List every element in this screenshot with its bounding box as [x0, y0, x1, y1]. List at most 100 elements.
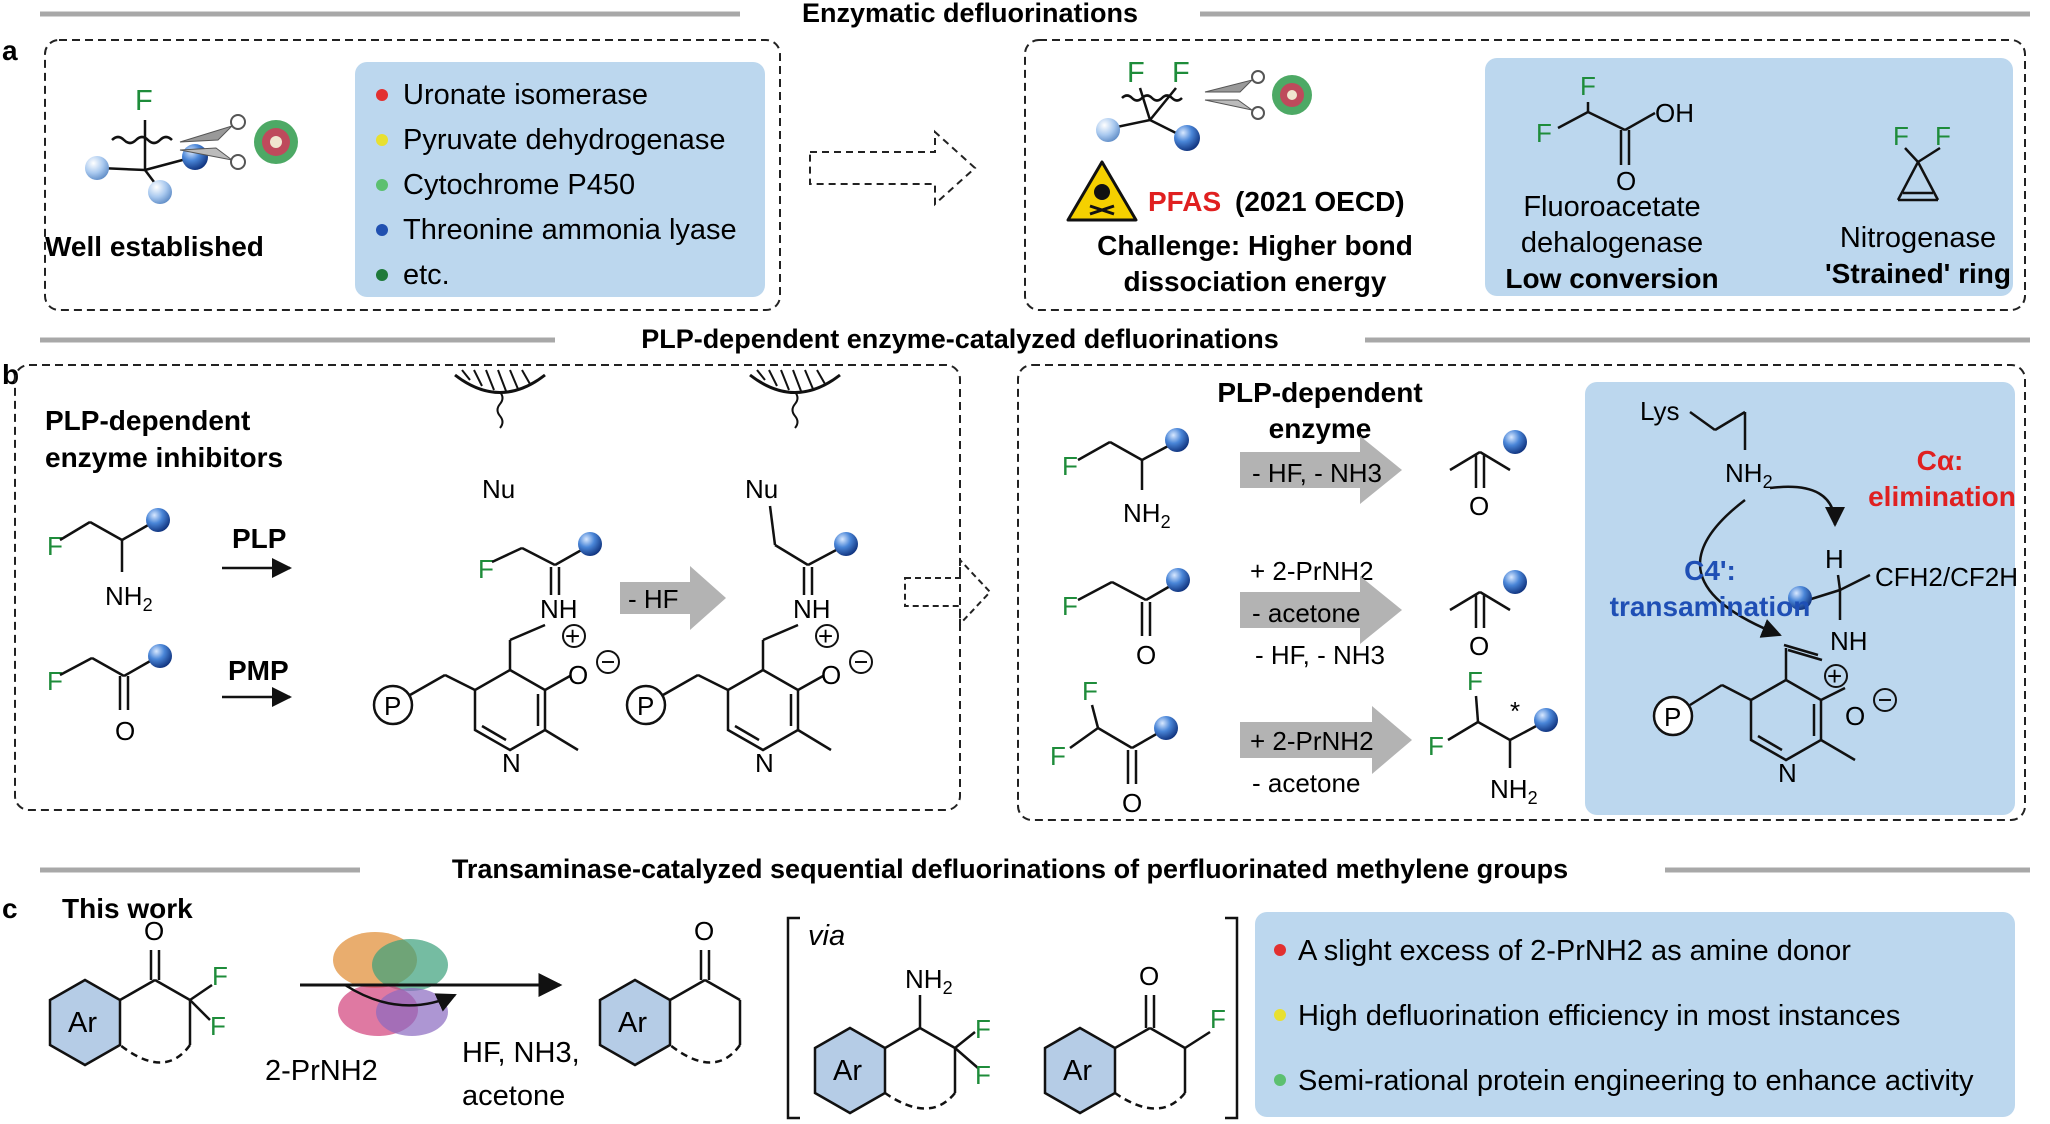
intermediate-amine: NH2 F F	[813, 964, 991, 1115]
ca-label2: elimination	[1868, 481, 2016, 512]
product-ketone: O	[598, 916, 742, 1067]
svg-text:F: F	[1536, 118, 1552, 148]
toxic-hazard-icon	[1066, 160, 1138, 222]
scissors-icon	[179, 114, 246, 170]
ar-label: Ar	[618, 1007, 647, 1039]
section-b-letter: b	[2, 359, 19, 390]
section-a-title: Enzymatic defluorinations	[802, 0, 1138, 28]
low-conversion-note: Low conversion	[1505, 263, 1718, 294]
svg-text:F: F	[478, 554, 494, 584]
bullet-dot	[376, 269, 388, 281]
svg-text:NH2: NH2	[1123, 498, 1171, 532]
gray-arrow-2	[1240, 576, 1402, 644]
enzyme-item: etc.	[403, 259, 450, 291]
svg-text:O: O	[1122, 788, 1142, 818]
enzyme-item: Pyruvate dehydrogenase	[403, 124, 725, 156]
via-bracket-left	[786, 916, 800, 1120]
examples-panel	[1485, 58, 2013, 296]
svg-text:NH: NH	[793, 594, 831, 624]
svg-text:NH: NH	[540, 594, 578, 624]
enzyme-label2: enzyme	[1269, 413, 1372, 444]
mechanism-structure: NH2 H NH + O N P	[1652, 410, 1897, 788]
nu-label: Nu	[482, 474, 515, 504]
cf2-bond-cartoon: F F	[1096, 57, 1200, 151]
enzyme-list-panel	[355, 62, 765, 297]
inhibitors-heading1: PLP-dependent	[45, 405, 250, 436]
row2-reagent3: - HF, - NH3	[1255, 640, 1385, 670]
box-b-right	[1017, 364, 2026, 821]
svg-text:O: O	[568, 660, 588, 690]
nitrogenase-name: Nitrogenase	[1840, 222, 1996, 254]
plp-adduct-1: F NH + O N P	[372, 532, 620, 778]
carbonyl-o-label: O	[1616, 166, 1636, 196]
transaminase-protein-icon	[333, 932, 448, 1036]
svg-text:O: O	[1136, 640, 1156, 670]
strained-ring-note: 'Strained' ring	[1825, 258, 2011, 289]
hollow-arrow-b	[904, 557, 992, 627]
svg-text:N: N	[755, 748, 774, 778]
f-label-sm1: F	[212, 961, 228, 991]
intermediate-monofluoroketone: O F	[1043, 961, 1226, 1115]
box-a-left	[44, 39, 781, 311]
row3-reagent1: + 2-PrNH2	[1250, 726, 1374, 756]
svg-text:F: F	[975, 1060, 991, 1090]
protein-icon	[1272, 75, 1312, 115]
svg-text:NH2: NH2	[905, 964, 953, 998]
box-b-left	[14, 364, 961, 811]
section-a: Enzymatic defluorinations a F	[2, 0, 2030, 311]
row2-reagent2: - acetone	[1252, 598, 1360, 628]
oecd-label: (2021 OECD)	[1235, 186, 1405, 217]
substrate-2: F O	[1062, 568, 1190, 670]
svg-text:P: P	[384, 691, 401, 721]
svg-text:NH2: NH2	[1490, 774, 1538, 808]
svg-text:+: +	[818, 621, 833, 651]
section-c-title: Transaminase-catalyzed sequential defluo…	[452, 854, 1568, 884]
section-b: PLP-dependent enzyme-catalyzed defluorin…	[2, 324, 2030, 821]
fluoroacetate-structure: F F	[1536, 71, 1656, 165]
nu-label: Nu	[745, 474, 778, 504]
bullet-dot	[376, 89, 388, 101]
hf-gray-arrow	[620, 566, 726, 630]
svg-text:O: O	[1845, 701, 1865, 731]
row3-reagent2: - acetone	[1252, 768, 1360, 798]
fluoroacetate-name1: Fluoroacetate	[1523, 191, 1700, 223]
protein-icon	[254, 120, 298, 164]
difluorocyclopropene-structure: F F	[1893, 121, 1951, 202]
svg-text:F: F	[1172, 57, 1190, 89]
svg-text:N: N	[502, 748, 521, 778]
enzyme-label1: PLP-dependent	[1217, 377, 1422, 408]
box-a-right	[1024, 39, 2026, 311]
enzyme-item: Uronate isomerase	[403, 79, 648, 111]
row2-reagent1: + 2-PrNH2	[1250, 556, 1374, 586]
inhibitors-heading2: enzyme inhibitors	[45, 442, 283, 473]
starting-material	[48, 950, 213, 1067]
svg-text:F: F	[1210, 1004, 1226, 1034]
bullet-dot	[1274, 1074, 1286, 1086]
plp-label: PLP	[232, 523, 286, 554]
via-bracket-right	[1225, 916, 1239, 1120]
c4-label1: C4':	[1684, 555, 1736, 586]
svg-text:F: F	[1428, 731, 1444, 761]
cf-bond-cartoon: F	[85, 85, 208, 204]
enzyme-item: Cytochrome P450	[403, 169, 635, 201]
enzyme-surface-1	[454, 369, 546, 429]
fluoroketone-structure: F O	[47, 644, 172, 746]
o-label-sm: O	[144, 916, 164, 946]
gray-arrow-3	[1240, 706, 1412, 774]
substrate-3: F F O	[1050, 676, 1178, 818]
svg-text:F: F	[1893, 121, 1909, 151]
byproducts-line1: HF, NH3,	[462, 1037, 580, 1069]
oh-label: OH	[1655, 98, 1694, 128]
svg-text:O: O	[1469, 491, 1489, 521]
substrate-1: F NH2	[1062, 428, 1189, 532]
scissors-icon	[1204, 70, 1265, 120]
product-2: O	[1449, 570, 1527, 661]
svg-text:F: F	[1467, 666, 1483, 696]
ar-label: Ar	[68, 1007, 97, 1039]
svg-text:F: F	[47, 666, 63, 696]
ca-label1: Cα:	[1917, 445, 1964, 476]
svg-text:O: O	[115, 716, 135, 746]
svg-text:+: +	[565, 621, 580, 651]
highlight-item: High defluorination efficiency in most i…	[1298, 1000, 1900, 1032]
